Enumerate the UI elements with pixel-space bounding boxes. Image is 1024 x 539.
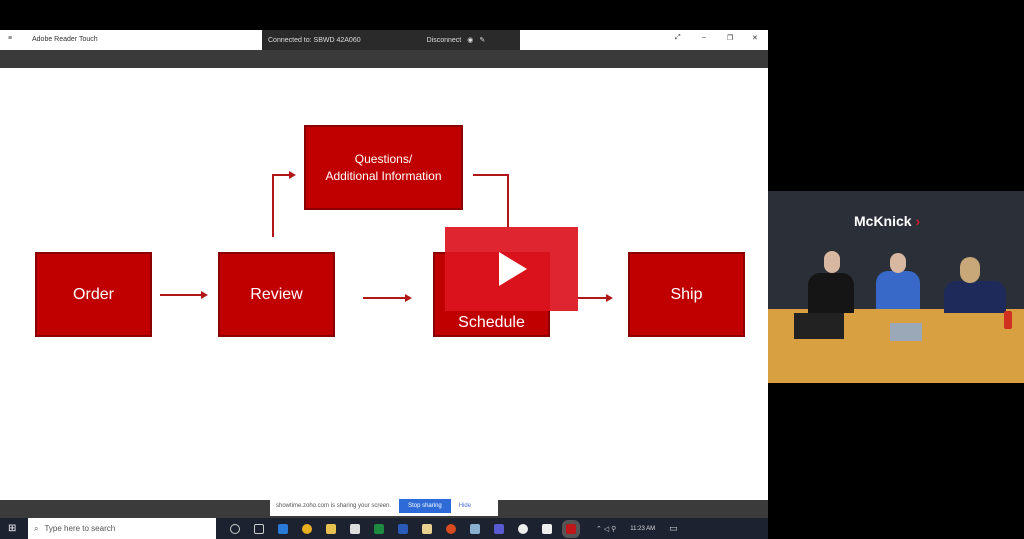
stop-sharing-button[interactable]: Stop sharing — [399, 499, 451, 513]
task-view-icon[interactable] — [254, 523, 264, 534]
close-icon[interactable]: ✕ — [752, 35, 758, 42]
tablet — [890, 323, 922, 341]
app-icon[interactable] — [470, 523, 480, 534]
settings-icon[interactable]: ◉ — [467, 37, 474, 44]
screen-share-notice: showtime.zoho.com is sharing your screen… — [270, 496, 498, 516]
adobe-reader-icon[interactable] — [562, 519, 580, 538]
person-right-head — [960, 257, 980, 283]
questions-box: Questions/ Additional Information — [304, 125, 463, 210]
system-tray-icons[interactable]: ⌃ ◁ ⚲ — [596, 525, 617, 533]
person-left-head — [824, 251, 840, 273]
taskbar: ⊞ ⌕ Type here to search ⌃ ◁ ⚲ 11:23 AM ▭ — [0, 518, 768, 539]
file-explorer-icon[interactable] — [326, 523, 336, 534]
person-right — [944, 281, 1006, 313]
review-box: Review — [218, 252, 335, 337]
water-bottle — [1004, 311, 1012, 329]
order-box: Order — [35, 252, 152, 337]
app-icon[interactable] — [542, 523, 552, 534]
excel-icon[interactable] — [374, 523, 384, 534]
reader-toolbar — [0, 50, 768, 68]
slide: Order Review Questions/ Additional Infor… — [0, 68, 768, 500]
hide-button[interactable]: Hide — [458, 503, 472, 509]
taskbar-search[interactable]: ⌕ Type here to search — [28, 518, 216, 539]
chrome-icon[interactable] — [302, 523, 312, 534]
app-icon[interactable] — [518, 523, 528, 534]
outlook-icon[interactable] — [278, 523, 288, 534]
powerpoint-icon[interactable] — [446, 523, 456, 534]
disconnect-button[interactable]: Disconnect — [426, 36, 462, 44]
notifications-icon[interactable]: ▭ — [669, 523, 678, 533]
remote-connection-bar: Connected to: SBWD 42A060 Disconnect ◉ ✎ — [262, 30, 520, 50]
minimize-icon[interactable]: – — [702, 34, 706, 41]
teams-icon[interactable] — [494, 523, 504, 534]
person-middle-head — [890, 253, 906, 273]
clock[interactable]: 11:23 AM — [630, 525, 656, 532]
connection-status: Connected to: SBWD 42A060 — [268, 36, 361, 44]
store-icon[interactable] — [422, 523, 432, 534]
person-middle — [876, 271, 920, 309]
hamburger-menu-icon[interactable]: ≡ — [8, 35, 13, 42]
expand-icon[interactable]: ⤢ — [675, 34, 681, 41]
play-icon — [498, 252, 527, 286]
search-icon: ⌕ — [34, 523, 39, 533]
ship-box: Ship — [628, 252, 745, 337]
company-logo: McKnick › — [854, 213, 921, 229]
windows-start-icon[interactable]: ⊞ — [8, 523, 17, 534]
cortana-icon[interactable] — [230, 523, 240, 534]
person-left — [808, 273, 854, 313]
word-icon[interactable] — [398, 523, 408, 534]
search-placeholder: Type here to search — [44, 524, 116, 533]
video-play-button[interactable] — [445, 227, 578, 311]
restore-icon[interactable]: ❐ — [727, 35, 734, 42]
window-title: Adobe Reader Touch — [32, 36, 98, 43]
laptop — [794, 313, 844, 339]
webcam-video[interactable]: McKnick › — [768, 191, 1024, 383]
pin-icon[interactable]: ✎ — [479, 37, 486, 44]
window-titlebar: ≡ Adobe Reader Touch Connected to: SBWD … — [0, 30, 768, 50]
app-icon[interactable] — [350, 523, 360, 534]
share-message: showtime.zoho.com is sharing your screen… — [276, 503, 392, 509]
